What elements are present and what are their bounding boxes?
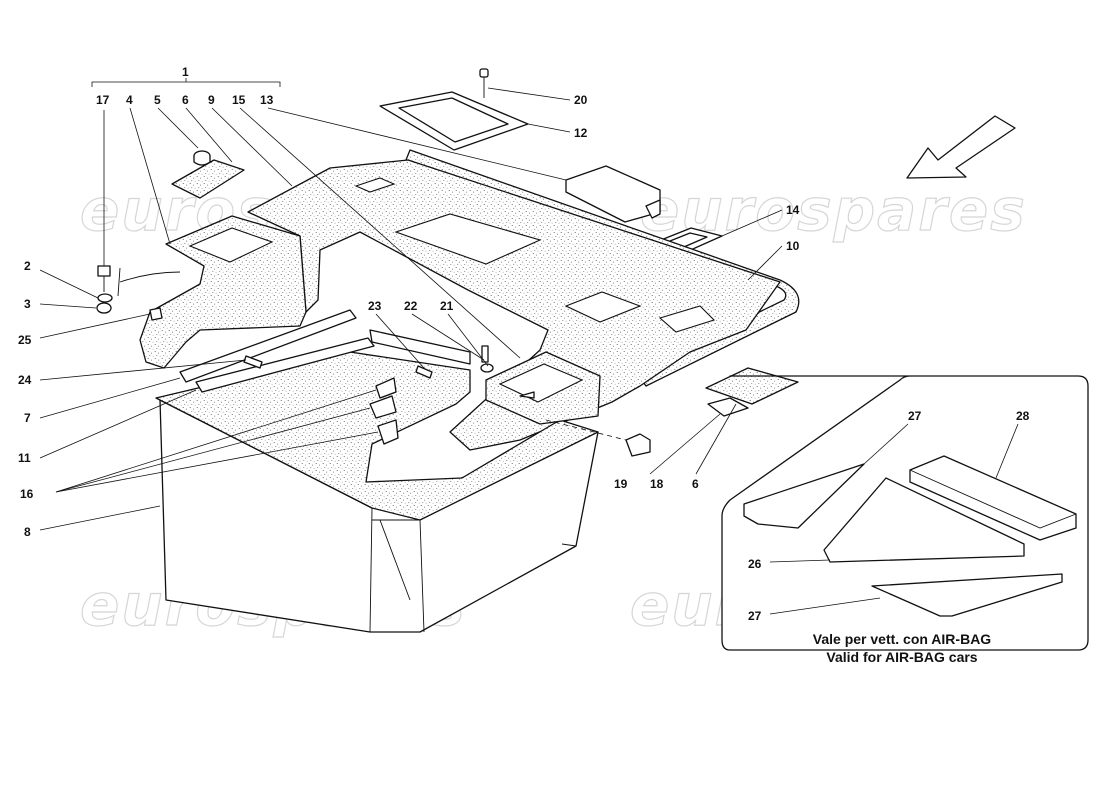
callout-13: 13 bbox=[260, 93, 274, 107]
callout-7: 7 bbox=[24, 411, 31, 425]
part-nut-21 bbox=[480, 363, 494, 373]
callout-15: 15 bbox=[232, 93, 246, 107]
airbag-note-english: Valid for AIR-BAG cars bbox=[826, 649, 977, 665]
callout-17: 17 bbox=[96, 93, 110, 107]
callout-8: 8 bbox=[24, 525, 31, 539]
callout-6: 6 bbox=[182, 93, 189, 107]
callout-6-right: 6 bbox=[692, 477, 699, 491]
callout-28: 28 bbox=[1016, 409, 1030, 423]
part-washer-2 bbox=[97, 293, 113, 303]
callout-21: 21 bbox=[440, 299, 454, 313]
callout-9: 9 bbox=[208, 93, 215, 107]
direction-arrow-icon bbox=[906, 115, 1016, 179]
part-nut-3 bbox=[96, 302, 112, 314]
callout-2: 2 bbox=[24, 259, 31, 273]
part-rail-7 bbox=[179, 309, 357, 383]
callout-27-top: 27 bbox=[908, 409, 922, 423]
part-pad-27-top bbox=[743, 463, 865, 529]
callout-26: 26 bbox=[748, 557, 762, 571]
part-side-panel-4 bbox=[117, 215, 307, 369]
callout-24: 24 bbox=[18, 373, 32, 387]
callout-25: 25 bbox=[18, 333, 32, 347]
callout-10: 10 bbox=[786, 239, 800, 253]
callout-labels: 1 17 4 5 6 9 15 13 20 12 14 10 2 3 25 24… bbox=[18, 65, 1030, 623]
part-frame-12 bbox=[379, 91, 529, 151]
part-clip-25 bbox=[149, 307, 163, 321]
callout-3: 3 bbox=[24, 297, 31, 311]
part-right-tray bbox=[485, 351, 601, 425]
part-clip-19 bbox=[545, 419, 651, 457]
callout-20: 20 bbox=[574, 93, 588, 107]
part-hinges-16 bbox=[369, 377, 399, 445]
airbag-note-italian: Vale per vett. con AIR-BAG bbox=[813, 631, 992, 647]
part-fastener-24 bbox=[243, 355, 263, 369]
part-lid-6 bbox=[171, 159, 245, 199]
part-bolt-17 bbox=[97, 265, 111, 292]
part-lid-6-right bbox=[705, 367, 799, 417]
callout-23: 23 bbox=[368, 299, 382, 313]
part-rail-11 bbox=[195, 329, 471, 393]
part-cover-13 bbox=[565, 165, 661, 223]
part-pad-28 bbox=[909, 455, 1077, 541]
airbag-inset-box bbox=[721, 375, 1089, 651]
callout-1: 1 bbox=[182, 65, 189, 79]
callout-18: 18 bbox=[650, 477, 664, 491]
part-pad-27-bottom bbox=[871, 573, 1063, 617]
callout-5: 5 bbox=[154, 93, 161, 107]
callout-14: 14 bbox=[786, 203, 800, 217]
callout-11: 11 bbox=[18, 451, 31, 465]
callout-27-bottom: 27 bbox=[748, 609, 762, 623]
callout-12: 12 bbox=[574, 126, 588, 140]
leader-lines bbox=[39, 78, 1019, 615]
part-spring-23 bbox=[415, 365, 433, 379]
callout-22: 22 bbox=[404, 299, 418, 313]
part-carpet-panel-9 bbox=[247, 159, 781, 451]
part-trunk-tub-8 bbox=[155, 351, 599, 633]
callout-19: 19 bbox=[614, 477, 628, 491]
callout-4: 4 bbox=[126, 93, 133, 107]
part-seal-10 bbox=[405, 149, 800, 387]
part-plug-5 bbox=[193, 150, 211, 166]
part-screw-20 bbox=[479, 68, 489, 98]
callout-16: 16 bbox=[20, 487, 34, 501]
